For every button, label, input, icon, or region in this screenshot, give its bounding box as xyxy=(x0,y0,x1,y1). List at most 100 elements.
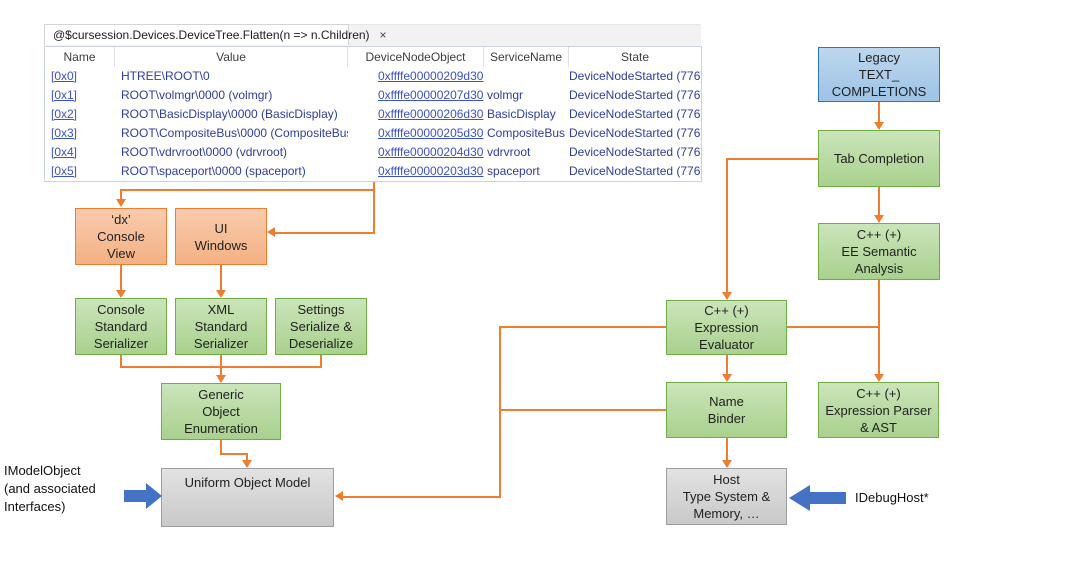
device-state-value: DeviceNodeStarted (776) xyxy=(569,126,701,140)
arrowhead-down xyxy=(874,374,884,382)
connector xyxy=(500,326,667,328)
column-header-servicename[interactable]: ServiceName xyxy=(484,47,569,67)
device-node-object-link[interactable]: 0xffffe00000209d30 xyxy=(378,69,484,83)
connector xyxy=(727,158,819,160)
column-header-state[interactable]: State xyxy=(620,50,650,64)
service-name-value: CompositeBus xyxy=(487,126,566,140)
device-state-value: DeviceNodeStarted (776) xyxy=(569,107,701,121)
arrowhead-down xyxy=(722,374,732,382)
column-header-name[interactable]: Name xyxy=(45,47,115,67)
device-node-object-link[interactable]: 0xffffe00000206d30 xyxy=(378,107,484,121)
connector xyxy=(246,453,248,461)
device-index-link[interactable]: [0x0] xyxy=(51,69,78,83)
device-index-link[interactable]: [0x3] xyxy=(51,126,78,140)
device-index-link[interactable]: [0x1] xyxy=(51,88,78,102)
device-state-value: DeviceNodeStarted (776) xyxy=(569,88,701,102)
device-node-object-link[interactable]: 0xffffe00000204d30 xyxy=(378,145,484,159)
device-table-header: Name Value DeviceNodeObject ServiceName … xyxy=(45,47,701,67)
device-table: Name Value DeviceNodeObject ServiceName … xyxy=(44,46,702,182)
device-value: ROOT\vdrvroot\0000 (vdrvroot) xyxy=(121,145,288,159)
table-row: [0x5] ROOT\spaceport\0000 (spaceport) 0xff… xyxy=(45,162,701,181)
box-console-standard-serializer[interactable]: Console Standard Serializer xyxy=(75,298,167,355)
table-row: [0x4] ROOT\vdrvroot\0000 (vdrvroot) 0xffff… xyxy=(45,143,701,162)
arrowhead-left xyxy=(267,227,275,237)
table-row: [0x1] ROOT\volmgr\0000 (volmgr) 0xffffe000… xyxy=(45,86,701,105)
arrowhead-down xyxy=(242,460,252,468)
arrowhead-down xyxy=(216,290,226,298)
arrowhead-left xyxy=(335,491,343,501)
box-settings-serialize-deserialize[interactable]: Settings Serialize & Deserialize xyxy=(275,298,367,355)
connector xyxy=(220,440,222,455)
query-tab-title: @$cursession.Devices.DeviceTree.Flatten(… xyxy=(53,28,370,42)
arrowhead-down xyxy=(116,199,126,207)
box-uniform-object-model[interactable]: Uniform Object Model xyxy=(161,468,334,527)
box-host-type-system[interactable]: Host Type System & Memory, … xyxy=(666,468,787,525)
service-name-value: BasicDisplay xyxy=(487,107,556,121)
idebughost-label: IDebugHost* xyxy=(855,490,929,505)
service-name-value: spaceport xyxy=(487,164,540,178)
service-name-value: vdrvroot xyxy=(487,145,531,159)
connector xyxy=(878,187,880,215)
device-node-object-link[interactable]: 0xffffe00000205d30 xyxy=(378,126,484,140)
arrowhead-down xyxy=(874,215,884,223)
arrowhead-down xyxy=(216,375,226,383)
idebughost-arrow-icon xyxy=(789,485,846,511)
connector xyxy=(220,265,222,291)
box-expression-parser-ast[interactable]: C++ (+) Expression Parser & AST xyxy=(818,382,939,438)
service-name-value: volmgr xyxy=(487,88,524,102)
imodelobject-label: IModelObject (and associated Interfaces) xyxy=(4,463,96,514)
device-index-link[interactable]: [0x5] xyxy=(51,164,78,178)
connector xyxy=(220,453,248,455)
device-node-object-link[interactable]: 0xffffe00000207d30 xyxy=(378,88,484,102)
connector xyxy=(726,438,728,461)
device-value: ROOT\CompositeBus\0000 (CompositeBus) xyxy=(121,126,348,140)
query-tab[interactable]: @$cursession.Devices.DeviceTree.Flatten(… xyxy=(44,24,387,45)
device-state-value: DeviceNodeStarted (776) xyxy=(569,69,701,83)
box-expression-evaluator[interactable]: C++ (+) Expression Evaluator xyxy=(666,300,787,355)
connector xyxy=(343,496,501,498)
column-header-value[interactable]: Value xyxy=(115,47,348,67)
box-tab-completion[interactable]: Tab Completion xyxy=(818,130,940,187)
table-row: [0x2] ROOT\BasicDisplay\0000 (BasicDispla… xyxy=(45,105,701,124)
connector xyxy=(320,353,322,368)
box-dx-console-view[interactable]: ‘dx’ Console View xyxy=(75,208,167,265)
box-ee-semantic-analysis[interactable]: C++ (+) EE Semantic Analysis xyxy=(818,223,940,280)
connector xyxy=(120,189,122,201)
device-value: ROOT\volmgr\0000 (volmgr) xyxy=(121,88,273,102)
device-index-link[interactable]: [0x4] xyxy=(51,145,78,159)
connector xyxy=(373,182,375,234)
connector xyxy=(878,102,880,123)
device-index-link[interactable]: [0x2] xyxy=(51,107,78,121)
connector xyxy=(726,355,728,375)
connector xyxy=(120,189,375,191)
arrowhead-down xyxy=(874,122,884,130)
connector xyxy=(275,232,375,234)
box-legacy-text-completions[interactable]: Legacy TEXT_ COMPLETIONS xyxy=(818,47,940,102)
table-row: [0x3] ROOT\CompositeBus\0000 (CompositeBu… xyxy=(45,124,701,143)
box-name-binder[interactable]: Name Binder xyxy=(666,382,787,438)
connector xyxy=(120,353,122,368)
device-state-value: DeviceNodeStarted (776) xyxy=(569,145,701,159)
imodelobject-arrow-icon xyxy=(124,483,162,509)
device-value: ROOT\spaceport\0000 (spaceport) xyxy=(121,164,306,178)
box-generic-object-enumeration[interactable]: Generic Object Enumeration xyxy=(161,383,281,440)
box-ui-windows[interactable]: UI Windows xyxy=(175,208,267,265)
connector xyxy=(787,326,880,328)
device-value: ROOT\BasicDisplay\0000 (BasicDisplay) xyxy=(121,107,338,121)
device-value: HTREE\ROOT\0 xyxy=(121,69,210,83)
device-node-object-link[interactable]: 0xffffe00000203d30 xyxy=(378,164,484,178)
column-header-devicenodeobject[interactable]: DeviceNodeObject xyxy=(348,47,484,67)
table-row: [0x0] HTREE\ROOT\0 0xffffe00000209d30 Devic… xyxy=(45,67,701,86)
connector xyxy=(220,353,222,368)
arrowhead-down xyxy=(722,292,732,300)
connector xyxy=(499,326,501,498)
arrowhead-down xyxy=(722,460,732,468)
device-state-value: DeviceNodeStarted (776) xyxy=(569,164,701,178)
box-xml-standard-serializer[interactable]: XML Standard Serializer xyxy=(175,298,267,355)
connector xyxy=(500,409,667,411)
connector xyxy=(220,366,222,376)
connector xyxy=(120,265,122,291)
tab-close-icon[interactable]: × xyxy=(379,28,387,42)
